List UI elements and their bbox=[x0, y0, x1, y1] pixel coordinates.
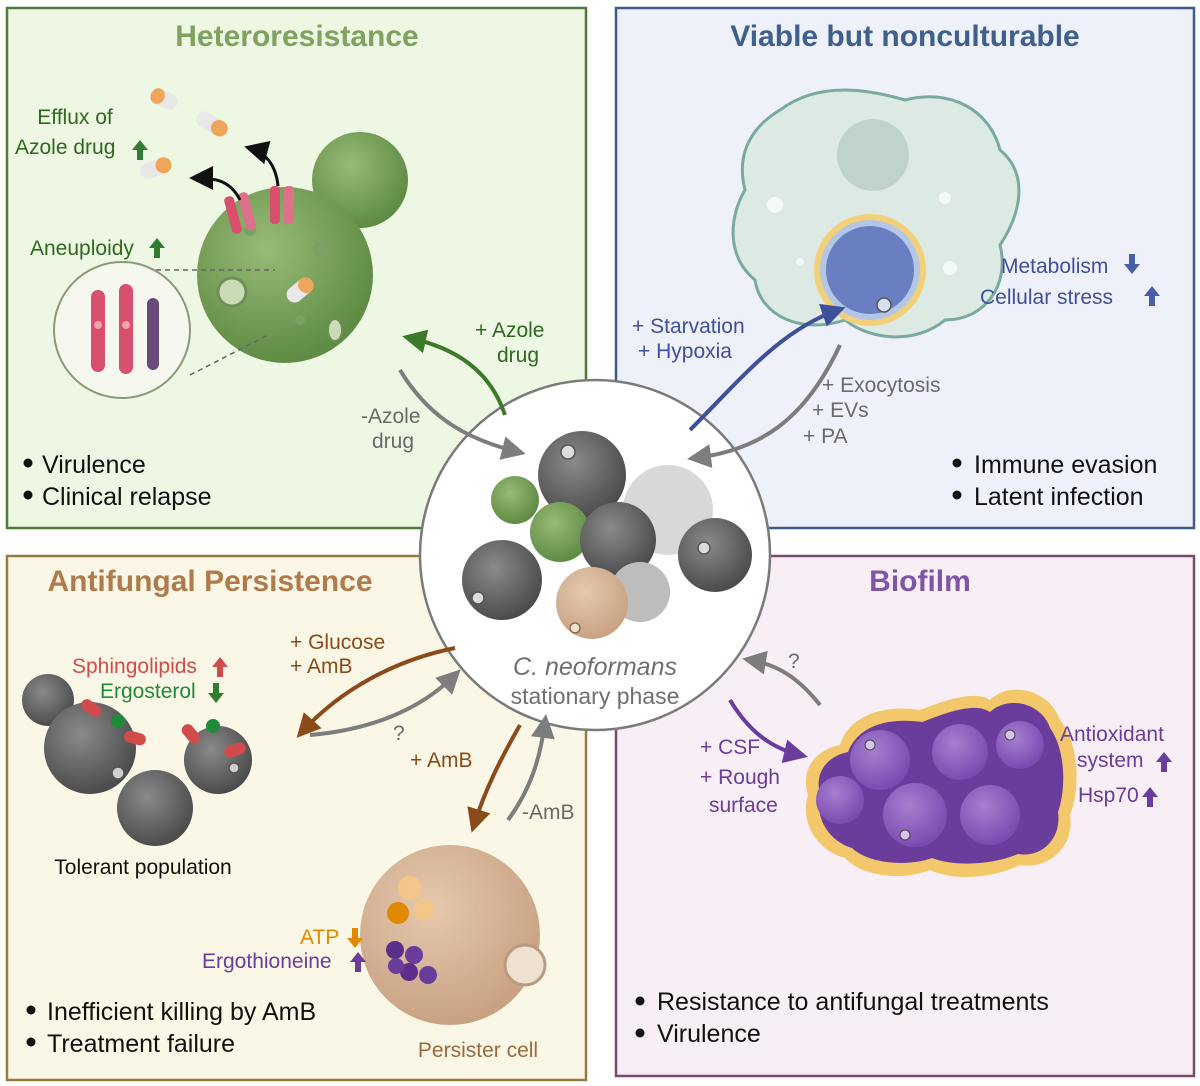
efflux-label-line2: Azole drug bbox=[15, 136, 115, 159]
aneuploidy-label: Aneuploidy bbox=[30, 237, 134, 260]
cellular-stress-label: Cellular stress bbox=[980, 286, 1113, 309]
hetero-bullet-relapse: Clinical relapse bbox=[42, 483, 212, 511]
arrow-csf bbox=[728, 698, 808, 764]
transition-arrows bbox=[296, 303, 846, 833]
question-left-label: ? bbox=[393, 722, 405, 745]
bullet-dot-icon bbox=[635, 996, 645, 1006]
arrow-plus-azole bbox=[402, 329, 507, 416]
metabolism-down-arrow-icon bbox=[1124, 254, 1140, 274]
hsp70-label: Hsp70 bbox=[1078, 784, 1139, 807]
tolerant-population-label: Tolerant population bbox=[54, 856, 231, 879]
azole-capsules bbox=[140, 88, 314, 303]
persistence-title: Antifungal Persistence bbox=[47, 565, 372, 598]
sphingolipids-label: Sphingolipids bbox=[72, 655, 197, 678]
chromosome-inset bbox=[53, 261, 275, 399]
amb-label: + AmB bbox=[410, 749, 472, 772]
biofilm-title: Biofilm bbox=[869, 565, 971, 598]
ergosterol-down-arrow-icon bbox=[208, 683, 224, 703]
antioxidant-label-line2: system bbox=[1077, 749, 1144, 772]
exocytosis-label: + Exocytosis bbox=[822, 374, 940, 397]
chromosome-3 bbox=[147, 298, 159, 370]
minus-azole-label-line1: -Azole bbox=[361, 405, 421, 428]
biofilm-bullet-resistance: Resistance to antifungal treatments bbox=[657, 988, 1049, 1016]
persistence-bullet-killing: Inefficient killing by AmB bbox=[47, 998, 316, 1026]
bullet-dot-icon bbox=[26, 1037, 36, 1047]
biofilm-bullet-virulence: Virulence bbox=[657, 1020, 761, 1048]
bullet-dot-icon bbox=[635, 1028, 645, 1038]
metabolism-label: Metabolism bbox=[1001, 255, 1108, 278]
bullet-dot-icon bbox=[952, 490, 962, 500]
plus-azole-label-line2: drug bbox=[497, 344, 539, 367]
persister-cell-label: Persister cell bbox=[418, 1039, 538, 1062]
efflux-label-line1: Efflux of bbox=[37, 106, 113, 129]
arrow-amb-persister bbox=[467, 724, 522, 833]
arrow-minus-amb bbox=[506, 714, 555, 822]
hetero-title: Heteroresistance bbox=[175, 20, 418, 53]
macrophage-nucleus bbox=[837, 119, 909, 191]
question-right-label: ? bbox=[788, 650, 800, 673]
atp-label: ATP bbox=[300, 926, 339, 949]
starvation-label: + Starvation bbox=[632, 315, 745, 338]
aneuploidy-up-arrow-icon bbox=[149, 238, 165, 258]
hetero-bullet-virulence: Virulence bbox=[42, 451, 146, 479]
center-stationary-population bbox=[418, 378, 772, 732]
cellular-stress-up-arrow-icon bbox=[1144, 286, 1160, 306]
glucose-amb-label: + AmB bbox=[290, 655, 352, 678]
rough-label-line1: + Rough bbox=[700, 766, 780, 789]
glucose-label: + Glucose bbox=[290, 631, 385, 654]
bullet-dot-icon bbox=[23, 490, 33, 500]
tolerant-population-cells bbox=[22, 674, 252, 846]
biofilm-mass bbox=[805, 689, 1077, 877]
arrow-question-left bbox=[309, 669, 461, 737]
center-species-label: C. neoformans bbox=[513, 653, 677, 681]
arrow-minus-azole bbox=[398, 368, 526, 460]
vbnc-title: Viable but nonculturable bbox=[730, 20, 1079, 53]
pa-label: + PA bbox=[803, 425, 848, 448]
efflux-pumps bbox=[224, 186, 294, 234]
vbnc-bullet-latent: Latent infection bbox=[974, 483, 1144, 511]
antioxidant-up-arrow-icon bbox=[1156, 752, 1172, 772]
arrow-question-right bbox=[742, 650, 822, 707]
persistence-bullet-failure: Treatment failure bbox=[47, 1030, 235, 1058]
vbnc-yeast-cell bbox=[814, 214, 926, 326]
efflux-up-arrow-icon bbox=[132, 140, 148, 160]
ergothioneine-up-arrow-icon bbox=[350, 952, 366, 972]
macrophage bbox=[731, 88, 1021, 339]
arrow-exocytosis bbox=[687, 344, 842, 468]
bullet-dot-icon bbox=[23, 458, 33, 468]
ergosterol-label: Ergosterol bbox=[100, 680, 196, 703]
persister-cell bbox=[360, 845, 547, 1025]
minus-azole-label-line2: drug bbox=[372, 430, 414, 453]
csf-label: + CSF bbox=[700, 736, 760, 759]
chromosome-1 bbox=[91, 290, 105, 372]
arrow-starvation bbox=[688, 303, 846, 432]
center-phase-label: stationary phase bbox=[511, 683, 680, 709]
sphingolipids-up-arrow-icon bbox=[212, 657, 228, 677]
minus-amb-label: -AmB bbox=[522, 801, 575, 824]
bullet-dot-icon bbox=[26, 1005, 36, 1015]
vbnc-bullet-immune: Immune evasion bbox=[974, 451, 1157, 479]
hsp70-up-arrow-icon bbox=[1142, 787, 1158, 807]
rough-label-line2: surface bbox=[709, 794, 778, 817]
evs-label: + EVs bbox=[812, 399, 869, 422]
arrow-glucose-amb bbox=[296, 646, 456, 738]
efflux-arrows bbox=[189, 141, 280, 201]
bullet-dot-icon bbox=[952, 458, 962, 468]
atp-down-arrow-icon bbox=[347, 928, 363, 948]
hypoxia-label: + Hypoxia bbox=[638, 340, 732, 363]
antioxidant-label-line1: Antioxidant bbox=[1060, 723, 1164, 746]
plus-azole-label-line1: + Azole bbox=[475, 319, 544, 342]
ergothioneine-label: Ergothioneine bbox=[202, 950, 332, 973]
